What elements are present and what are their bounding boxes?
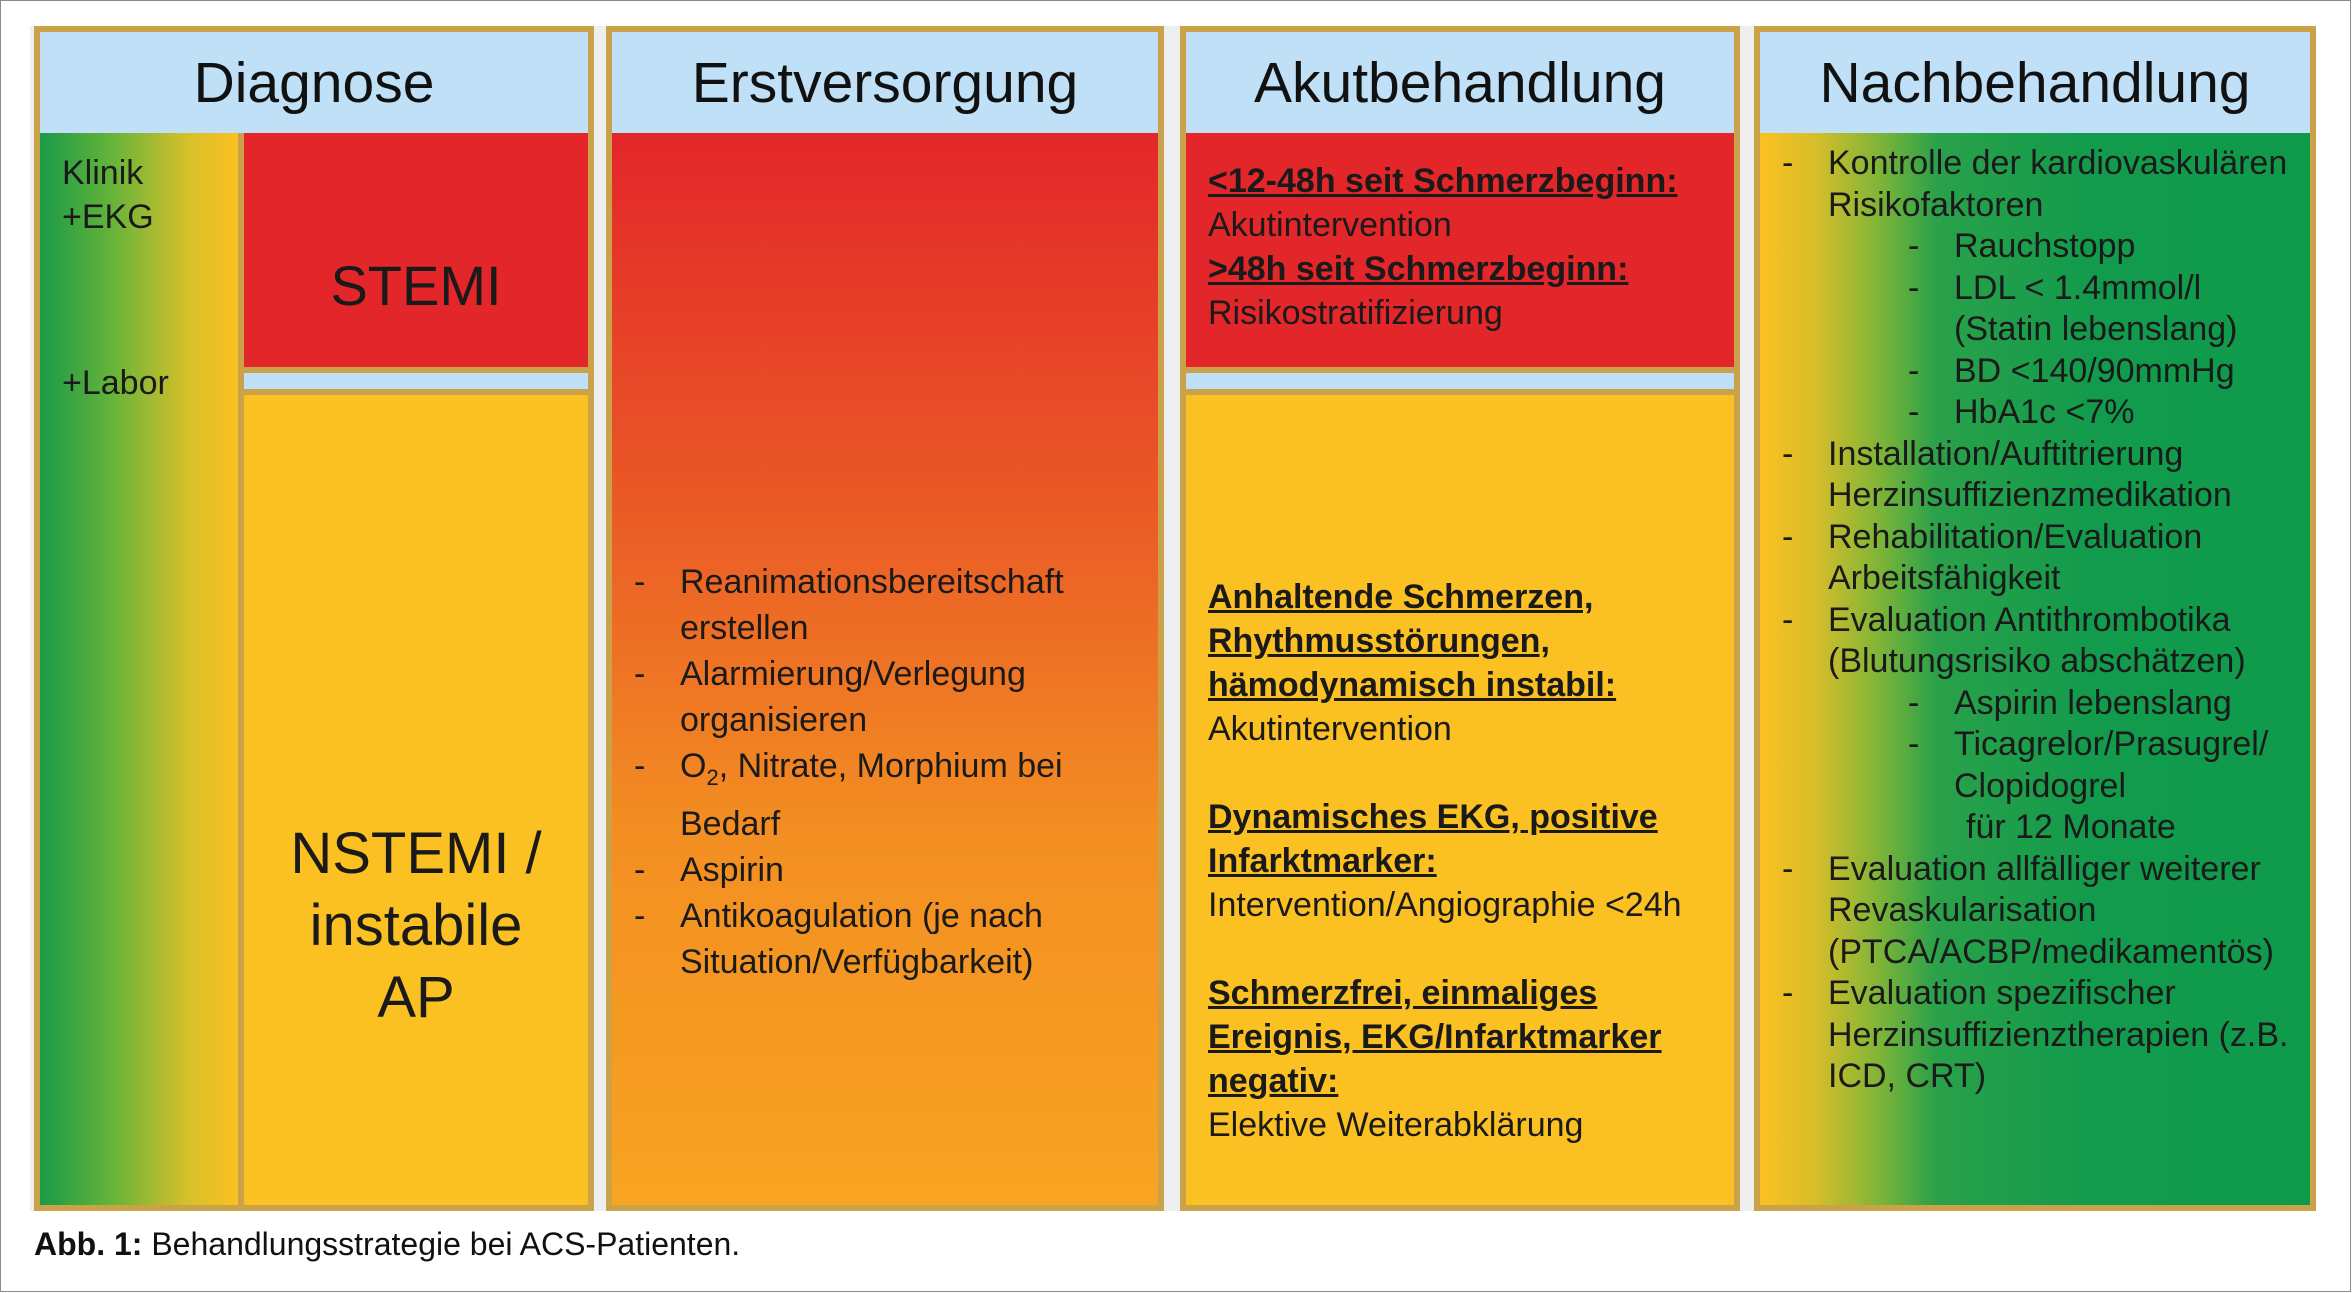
list-item: BD <140/90mmHg (1908, 351, 2302, 393)
list-item: Evaluation Antithrombotika (Blutungsrisi… (1782, 600, 2302, 849)
akut-nstemi-box: Anhaltende Schmerzen, Rhythmusstörungen,… (1186, 395, 1734, 1205)
list-item: Evaluation allfälliger weiterer Revaskul… (1782, 849, 2302, 974)
label-labor: +Labor (62, 364, 169, 402)
header-erstversorgung: Erstversorgung (612, 32, 1158, 139)
nstemi-label-line1: NSTEMI / (290, 821, 542, 886)
akut-stemi-text-2: Risikostratifizierung (1208, 294, 1503, 332)
header-nachbehandlung: Nachbehandlung (1760, 32, 2310, 139)
nstemi-label-line2: instabile (309, 893, 523, 958)
akut-nstemi-heading-1: Anhaltende Schmerzen, Rhythmusstörungen,… (1208, 578, 1617, 704)
stemi-box: STEMI (244, 133, 588, 367)
sublist: Aspirin lebenslang Ticagrelor/Prasugrel/… (1908, 683, 2302, 849)
akut-nstemi-text-1: Akutintervention (1208, 710, 1452, 748)
list-item: LDL < 1.4mmol/l (Statin lebenslang) (1908, 268, 2302, 351)
nachbehandlung-list: Kontrolle der kardiovaskulären Risikofak… (1782, 143, 2302, 1098)
stemi-separator (244, 367, 588, 395)
list-item: Aspirin (634, 847, 1148, 893)
list-item: Installation/Auftitrierung Herzinsuffizi… (1782, 434, 2302, 517)
column-nachbehandlung: Nachbehandlung Kontrolle der kardiovasku… (1754, 26, 2316, 1211)
list-item: Evaluation spezifischer Herzinsuffizienz… (1782, 973, 2302, 1098)
header-diagnose: Diagnose (40, 32, 588, 139)
list-item: Alarmierung/Verlegung organisieren (634, 651, 1148, 743)
list-item: O2, Nitrate, Morphium bei Bedarf (634, 743, 1148, 847)
akut-nstemi-heading-2: Dynamisches EKG, positive Infarktmarker: (1208, 798, 1658, 880)
akut-nstemi-text-2: Intervention/Angiographie <24h (1208, 886, 1682, 924)
akut-nstemi-text-3: Elektive Weiterabklärung (1208, 1106, 1584, 1144)
column-diagnose: Diagnose Klinik +EKG +Labor STEMI NSTEMI… (34, 26, 594, 1211)
nstemi-box: NSTEMI / instabile AP (244, 395, 588, 1205)
akut-nstemi-heading-3: Schmerzfrei, einmaliges Ereignis, EKG/In… (1208, 974, 1662, 1100)
list-item: Rehabilitation/Evaluation Arbeitsfähigke… (1782, 517, 2302, 600)
nachbehandlung-body: Kontrolle der kardiovaskulären Risikofak… (1760, 133, 2310, 1205)
sublist: Rauchstopp LDL < 1.4mmol/l (Statin leben… (1908, 226, 2302, 434)
akut-stemi-text-1: Akutintervention (1208, 206, 1452, 244)
column-akutbehandlung: Akutbehandlung <12-48h seit Schmerzbegin… (1180, 26, 1740, 1211)
column-erstversorgung: Erstversorgung Reanimationsbereitschaft … (606, 26, 1164, 1211)
erstversorgung-body: Reanimationsbereitschaft erstellen Alarm… (612, 133, 1158, 1205)
caption-label: Abb. 1: (34, 1226, 143, 1262)
label-klinik: Klinik (62, 154, 144, 192)
figure-caption: Abb. 1: Behandlungsstrategie bei ACS-Pat… (34, 1226, 740, 1263)
list-item: Kontrolle der kardiovaskulären Risikofak… (1782, 143, 2302, 434)
akut-separator (1186, 367, 1734, 395)
list-item: Antikoagulation (je nach Situation/Verfü… (634, 893, 1148, 985)
header-akutbehandlung: Akutbehandlung (1186, 32, 1734, 139)
caption-text: Behandlungsstrategie bei ACS-Patienten. (142, 1226, 741, 1262)
label-ekg: +EKG (62, 198, 154, 236)
diagnose-divider (238, 133, 244, 1205)
akut-stemi-heading-2: >48h seit Schmerzbeginn: (1208, 250, 1629, 288)
erstversorgung-list: Reanimationsbereitschaft erstellen Alarm… (634, 559, 1148, 985)
list-item: Aspirin lebenslang (1908, 683, 2302, 725)
akut-stemi-box: <12-48h seit Schmerzbeginn: Akutinterven… (1186, 133, 1734, 367)
nstemi-label-line3: AP (377, 965, 455, 1030)
list-item: HbA1c <7% (1908, 392, 2302, 434)
stemi-label: STEMI (330, 254, 502, 317)
list-item: Rauchstopp (1908, 226, 2302, 268)
list-item: Reanimationsbereitschaft erstellen (634, 559, 1148, 651)
diagnose-gradient-strip: Klinik +EKG +Labor (40, 133, 238, 1205)
akut-stemi-heading-1: <12-48h seit Schmerzbeginn: (1208, 162, 1678, 200)
